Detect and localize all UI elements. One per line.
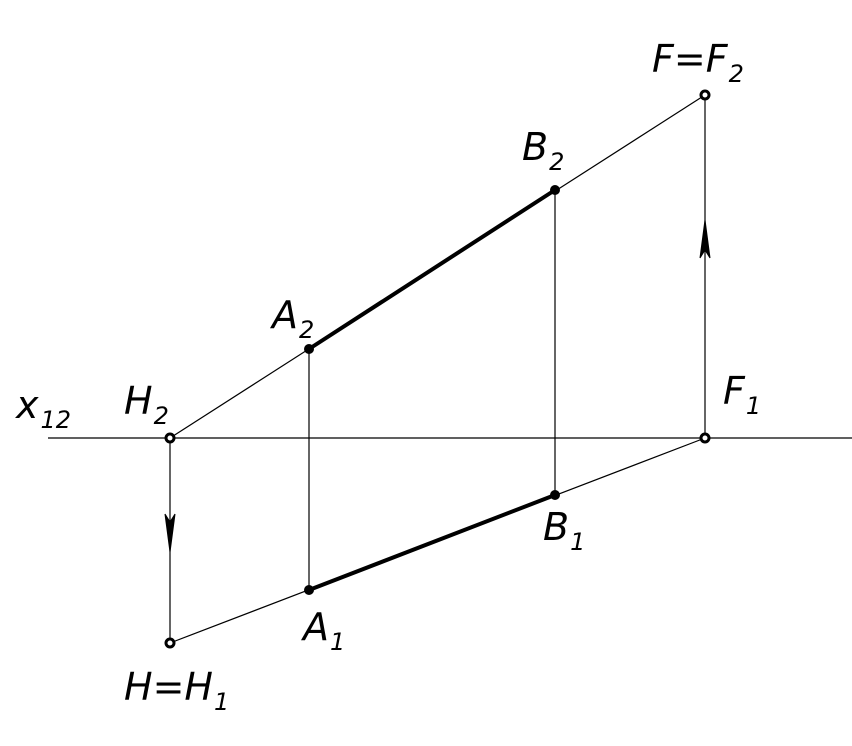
segment-a1-b1 (307, 493, 557, 592)
label-h1: H=H1 (124, 665, 229, 716)
label-b2: B2 (522, 125, 564, 176)
point-a2 (304, 344, 314, 354)
label-axis-x12: x12 (15, 383, 71, 434)
label-f1: F1 (723, 369, 761, 420)
label-a2: A2 (269, 293, 314, 344)
point-f1 (699, 432, 711, 444)
label-b1: B1 (543, 505, 585, 556)
arrow-down-icon (164, 513, 176, 553)
label-f2: F=F2 (652, 37, 744, 88)
point-h2 (164, 432, 176, 444)
point-h1 (164, 637, 176, 649)
arrow-up-icon (699, 219, 711, 259)
segment-a2-b2 (307, 188, 557, 351)
point-f2 (699, 89, 711, 101)
label-h2: H2 (124, 379, 169, 430)
point-b2 (550, 185, 560, 195)
point-b1 (550, 490, 560, 500)
point-a1 (304, 585, 314, 595)
label-a1: A1 (300, 605, 345, 656)
